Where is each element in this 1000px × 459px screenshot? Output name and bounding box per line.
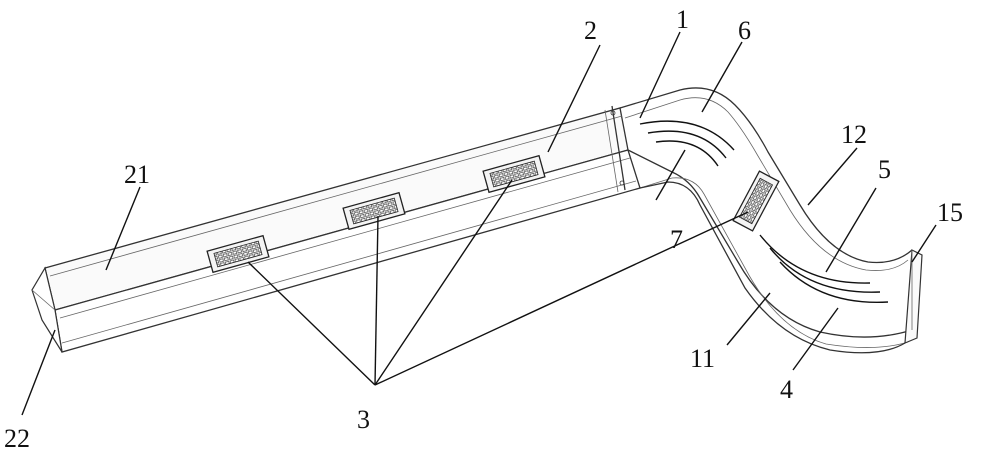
straight-duct-section (31, 107, 641, 353)
label-5: 5 (878, 155, 891, 184)
guide-vanes-upper (639, 120, 735, 167)
label-7: 7 (670, 225, 683, 254)
leader-lines (21, 31, 937, 416)
reference-labels: 2 1 6 7 21 22 12 5 15 11 4 3 (4, 5, 963, 453)
label-22: 22 (4, 424, 30, 453)
label-4: 4 (780, 375, 793, 404)
grille-1 (206, 234, 270, 274)
joint-partition (604, 105, 626, 193)
guide-vanes-lower (759, 234, 889, 304)
grille-2 (342, 191, 406, 231)
grille-3 (482, 154, 546, 194)
label-12: 12 (841, 120, 867, 149)
label-15: 15 (937, 198, 963, 227)
label-21: 21 (124, 160, 150, 189)
label-3: 3 (357, 405, 370, 434)
label-11: 11 (690, 344, 715, 373)
label-6: 6 (738, 16, 751, 45)
label-1: 1 (676, 5, 689, 34)
grille-4 (732, 170, 780, 232)
label-2: 2 (584, 16, 597, 45)
bend-duct-section (619, 87, 923, 354)
